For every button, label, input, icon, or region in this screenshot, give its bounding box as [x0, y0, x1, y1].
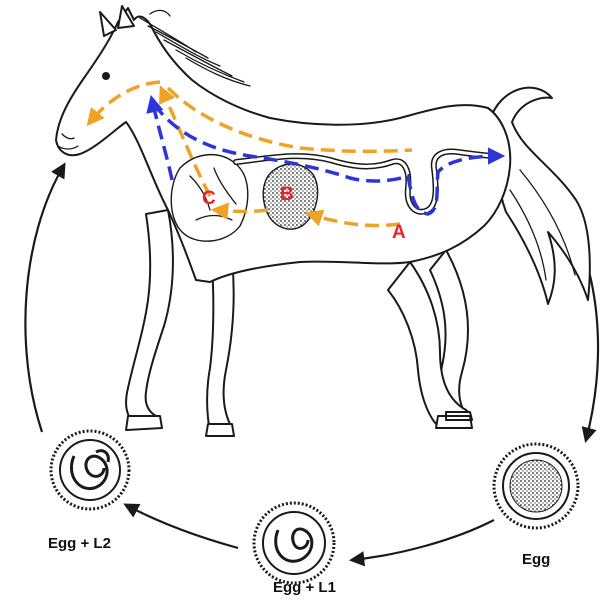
egg-cell-mass — [510, 460, 562, 512]
egg-stage-egg — [494, 444, 578, 528]
horse-hooves — [126, 412, 472, 436]
organ-label-c: C — [202, 188, 216, 209]
cycle-arrow-egg-to-l1 — [352, 520, 494, 560]
egg-stage-egg-caption: Egg — [522, 551, 550, 568]
egg-stage-egg-l2-caption: Egg + L2 — [48, 535, 111, 552]
orange-path-liver-to-lungs — [216, 210, 268, 212]
horse-near-foreleg — [126, 210, 173, 424]
horse-far-foreleg — [207, 258, 234, 432]
egg-stage-egg-l2 — [51, 431, 129, 509]
cycle-arrow-l1-to-l2 — [126, 505, 238, 548]
horse-eye — [102, 72, 110, 80]
cycle-arrow-l2-to-horse — [25, 165, 64, 432]
egg-stage-egg-l1-caption: Egg + L1 — [273, 579, 336, 596]
egg-l2-shell-inner — [60, 440, 120, 500]
organ-label-a: A — [392, 222, 406, 243]
horse-illustration — [56, 6, 590, 436]
organ-label-b: B — [280, 184, 294, 205]
egg-stage-egg-l1 — [254, 503, 334, 583]
